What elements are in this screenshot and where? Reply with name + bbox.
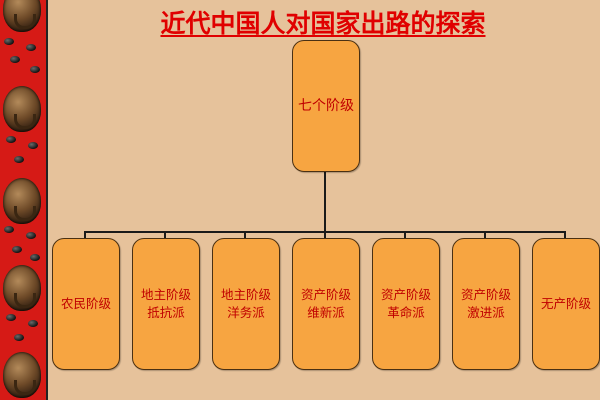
stud-icon xyxy=(4,38,14,45)
root-node: 七个阶级 xyxy=(292,40,360,172)
class-node-sublabel: 革命派 xyxy=(387,305,425,320)
class-node-label: 地主阶级 xyxy=(220,286,271,302)
stud-icon xyxy=(14,334,24,341)
class-node-label: 资产阶级 xyxy=(300,286,351,302)
stud-icon xyxy=(6,136,16,143)
stud-icon xyxy=(26,232,36,239)
page-title: 近代中国人对国家出路的探索 xyxy=(160,9,486,38)
connector-drop xyxy=(164,231,166,239)
lion-door-knocker-icon xyxy=(3,86,41,132)
stud-icon xyxy=(14,156,24,163)
class-node-label: 农民阶级 xyxy=(60,295,111,311)
class-node-peasant: 农民阶级 xyxy=(52,238,120,370)
class-node-proletariat: 无产阶级 xyxy=(532,238,600,370)
connector-drop xyxy=(564,231,566,239)
class-node-bourgeois-reform: 资产阶级 维新派 xyxy=(292,238,360,370)
stud-icon xyxy=(12,246,22,253)
class-node-bourgeois-radical: 资产阶级 激进派 xyxy=(452,238,520,370)
connector-drop xyxy=(484,231,486,239)
stud-icon xyxy=(28,320,38,327)
class-node-label: 地主阶级 xyxy=(140,286,191,302)
class-node-sublabel: 维新派 xyxy=(307,305,345,320)
connector-drop xyxy=(324,231,326,239)
connector-trunk xyxy=(324,170,326,232)
root-node-label: 七个阶级 xyxy=(298,97,354,114)
class-node-label: 资产阶级 xyxy=(460,286,511,302)
class-node-bourgeois-revolution: 资产阶级 革命派 xyxy=(372,238,440,370)
connector-drop xyxy=(404,231,406,239)
stud-icon xyxy=(10,56,20,63)
stud-icon xyxy=(30,66,40,73)
lion-door-knocker-icon xyxy=(3,352,41,398)
stud-icon xyxy=(4,226,14,233)
stud-icon xyxy=(30,254,40,261)
connector-drop xyxy=(244,231,246,239)
lion-door-knocker-icon xyxy=(3,0,41,32)
class-node-label: 资产阶级 xyxy=(380,286,431,302)
stud-icon xyxy=(28,142,38,149)
class-node-landlord-resistance: 地主阶级 抵抗派 xyxy=(132,238,200,370)
class-node-sublabel: 激进派 xyxy=(467,305,505,320)
class-node-sublabel: 抵抗派 xyxy=(147,305,185,320)
decorative-border-strip xyxy=(0,0,48,400)
class-node-sublabel: 洋务派 xyxy=(227,305,265,320)
class-node-label: 无产阶级 xyxy=(540,295,591,311)
connector-drop xyxy=(84,231,86,239)
stud-icon xyxy=(6,314,16,321)
stud-icon xyxy=(26,44,36,51)
lion-door-knocker-icon xyxy=(3,265,41,311)
class-node-landlord-westernization: 地主阶级 洋务派 xyxy=(212,238,280,370)
lion-door-knocker-icon xyxy=(3,178,41,224)
